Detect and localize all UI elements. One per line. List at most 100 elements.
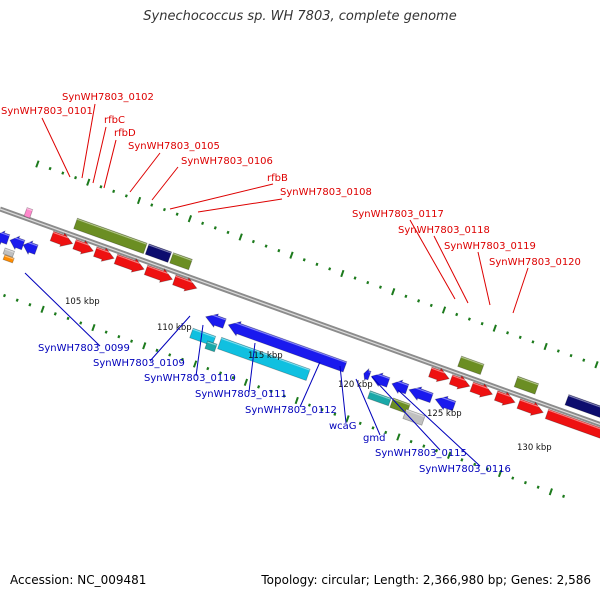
- forward-scale-tick: [569, 353, 573, 358]
- reverse-scale-tick: [168, 353, 172, 357]
- reverse-scale-tick: [40, 305, 45, 313]
- forward-gene-label: SynWH7803_0102: [62, 92, 154, 103]
- forward-scale-tick: [366, 280, 370, 285]
- gene-feature-highlight: [460, 356, 484, 366]
- forward-gene-label-leader: [81, 103, 96, 179]
- reverse-scale-tick: [333, 412, 337, 416]
- reverse-scale-tick: [79, 321, 83, 325]
- gene-feature-highlight: [392, 398, 411, 406]
- forward-gene-label-leader: [197, 198, 283, 213]
- forward-scale-tick: [136, 196, 142, 205]
- forward-gene-label-leader: [103, 139, 117, 189]
- forward-scale-tick: [467, 317, 471, 321]
- reverse-gene-label: SynWH7803_0110: [144, 373, 236, 384]
- forward-scale-tick: [48, 166, 52, 171]
- forward-gene-label-leader: [169, 183, 274, 210]
- reverse-scale-tick: [28, 303, 32, 307]
- gene-feature-highlight: [172, 253, 193, 261]
- reverse-gene-label-leader: [355, 378, 381, 436]
- gene-feature: [391, 379, 410, 395]
- forward-scale-tick: [124, 194, 128, 198]
- reverse-scale-tick: [396, 433, 401, 441]
- reverse-scale-tick: [15, 298, 19, 302]
- gene-feature: [92, 246, 115, 262]
- gene-feature: [363, 368, 372, 381]
- gene-feature-highlight: [233, 321, 347, 364]
- gene-feature: [113, 253, 145, 273]
- reverse-scale-tick: [434, 449, 439, 453]
- gene-feature: [49, 230, 74, 247]
- forward-gene-label-leader: [409, 219, 456, 300]
- reverse-scale-tick: [180, 357, 184, 362]
- forward-scale-tick: [238, 233, 243, 241]
- gene-feature: [72, 238, 95, 255]
- reverse-scale-tick: [218, 371, 223, 375]
- forward-scale-tick: [492, 324, 497, 332]
- forward-scale-tick: [99, 185, 103, 189]
- forward-scale-tick: [518, 335, 522, 340]
- forward-scale-tick: [391, 288, 396, 296]
- forward-gene-label: rfbB: [267, 173, 288, 184]
- forward-scale-tick: [404, 294, 408, 298]
- gene-feature: [204, 313, 227, 329]
- reverse-gene-label: SynWH7803_0112: [245, 405, 337, 416]
- reverse-scale-tick: [384, 430, 388, 435]
- genome-summary-text: Topology: circular; Length: 2,366,980 bp…: [261, 573, 591, 587]
- gene-feature: [169, 252, 193, 271]
- reverse-scale-tick: [104, 330, 108, 334]
- gene-feature: [22, 240, 39, 256]
- forward-gene-label: SynWH7803_0108: [280, 187, 372, 198]
- reverse-scale-tick: [243, 378, 249, 386]
- gene-feature-highlight: [452, 375, 466, 381]
- forward-gene-label: SynWH7803_0117: [352, 209, 444, 220]
- reverse-scale-tick: [473, 462, 477, 467]
- gene-feature-highlight: [413, 386, 434, 395]
- forward-scale-tick: [150, 203, 154, 207]
- gene-feature-highlight: [207, 341, 217, 346]
- forward-gene-label: SynWH7803_0101: [1, 106, 93, 117]
- reverse-scale-tick: [231, 376, 235, 380]
- reverse-scale-tick: [2, 293, 7, 298]
- forward-scale-tick: [480, 321, 484, 326]
- scale-label: 110 kbp: [157, 323, 192, 333]
- gene-feature-highlight: [14, 237, 25, 242]
- reverse-scale-tick: [142, 342, 147, 350]
- gene-feature-highlight: [368, 371, 371, 373]
- forward-scale-tick: [429, 303, 433, 308]
- forward-scale-tick: [594, 361, 599, 369]
- gene-feature: [172, 274, 198, 292]
- gene-feature-highlight: [221, 337, 311, 371]
- forward-gene-label: SynWH7803_0120: [489, 257, 581, 268]
- reverse-scale-tick: [358, 421, 362, 426]
- gene-feature-highlight: [376, 373, 390, 380]
- forward-gene-label: SynWH7803_0119: [444, 241, 536, 252]
- genome-title: Synechococcus sp. WH 7803, complete geno…: [143, 9, 457, 24]
- forward-scale-tick: [35, 160, 40, 168]
- reverse-gene-label-leader: [24, 272, 101, 347]
- forward-gene-label-leader: [129, 152, 161, 193]
- reverse-gene-label: SynWH7803_0116: [419, 464, 511, 475]
- gene-feature: [227, 321, 348, 373]
- scale-label: 120 kbp: [338, 380, 373, 390]
- forward-scale-tick: [277, 248, 281, 253]
- forward-scale-tick: [582, 358, 586, 362]
- gene-feature-highlight: [116, 254, 141, 264]
- gene-feature-highlight: [147, 265, 169, 275]
- forward-scale-tick: [74, 176, 78, 180]
- reverse-scale-tick: [307, 403, 311, 407]
- forward-scale-tick: [353, 276, 357, 280]
- forward-scale-tick: [289, 251, 294, 259]
- forward-scale-tick: [61, 171, 65, 175]
- accession-text: Accession: NC_009481: [10, 573, 147, 587]
- forward-scale-tick: [417, 299, 421, 303]
- reverse-gene-label: SynWH7803_0115: [375, 448, 467, 459]
- gene-feature: [564, 394, 600, 418]
- gene-feature-highlight: [96, 247, 110, 254]
- gene-feature-highlight: [548, 409, 600, 430]
- forward-scale-tick: [340, 269, 345, 278]
- gene-feature-highlight: [76, 218, 148, 245]
- reverse-scale-tick: [497, 469, 503, 478]
- gene-feature-highlight: [517, 376, 539, 386]
- gene-feature-highlight: [75, 239, 90, 246]
